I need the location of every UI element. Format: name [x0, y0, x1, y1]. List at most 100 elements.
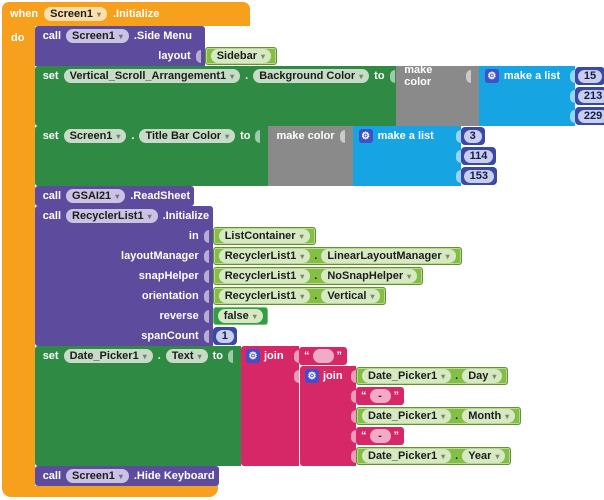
make-color-label: make color: [404, 64, 433, 88]
set-statement-body[interactable]: set Vertical_Scroll_Arrangement1 . Backg…: [34, 66, 397, 126]
number-field[interactable]: 3: [463, 129, 482, 143]
make-a-list-block[interactable]: ⚙ make a list: [478, 66, 575, 126]
mutator-gear-icon[interactable]: ⚙: [358, 129, 373, 143]
number-block[interactable]: 1: [212, 327, 237, 345]
param-cell-orientation: orientation: [34, 286, 213, 306]
component-dropdown[interactable]: Screen1: [63, 129, 127, 143]
component-dropdown[interactable]: RecyclerList1: [218, 269, 311, 283]
text-string-block[interactable]: -: [356, 427, 404, 445]
component-dropdown[interactable]: RecyclerList1: [218, 249, 311, 263]
number-block[interactable]: 213: [574, 87, 604, 105]
number-field[interactable]: 153: [463, 169, 494, 183]
mutator-gear-icon[interactable]: ⚙: [484, 69, 499, 83]
property-dropdown[interactable]: NoSnapHelper: [321, 269, 418, 283]
call-hide-keyboard-header[interactable]: call Screen1 .Hide Keyboard: [34, 466, 219, 486]
text-string-field[interactable]: -: [369, 429, 391, 443]
number-field[interactable]: 229: [577, 109, 604, 123]
number-field[interactable]: 1: [215, 329, 234, 343]
make-color-block[interactable]: make color: [396, 64, 479, 126]
inner-join-body[interactable]: ⚙ join: [300, 366, 356, 466]
date-picker-day-block[interactable]: Date_Picker1 . Day: [356, 367, 509, 385]
text-string-block[interactable]: -: [356, 387, 404, 405]
call-recycler-header[interactable]: call RecyclerList1 .Initialize: [34, 206, 213, 226]
property-dropdown[interactable]: Day: [462, 369, 503, 383]
value-socket: [294, 370, 299, 383]
text-string-field[interactable]: [312, 349, 334, 363]
sidebar-dropdown-block[interactable]: Sidebar: [204, 47, 278, 65]
call-recycler-initialize-block[interactable]: call RecyclerList1 .Initialize in ListCo…: [34, 206, 462, 346]
value-socket: [351, 449, 356, 463]
component-dropdown[interactable]: Screen1: [66, 469, 129, 483]
method-label: .Initialize: [162, 210, 210, 222]
set-vsa-background-color-block[interactable]: set Vertical_Scroll_Arrangement1 . Backg…: [34, 64, 604, 126]
set-date-picker-text-block[interactable]: set Date_Picker1 . Text to ⚙ join: [34, 346, 522, 466]
property-dropdown[interactable]: Background Color: [253, 69, 370, 83]
set-title-bar-color-block[interactable]: set Screen1 . Title Bar Color to make co…: [34, 126, 497, 186]
inner-join-block[interactable]: ⚙ join: [300, 366, 522, 466]
component-dropdown[interactable]: Vertical_Scroll_Arrangement1: [63, 69, 241, 83]
set-statement-body[interactable]: set Screen1 . Title Bar Color to: [34, 126, 269, 186]
component-dropdown[interactable]: Screen1: [66, 29, 129, 43]
component-dropdown[interactable]: ListContainer: [218, 229, 310, 243]
text-string-field[interactable]: -: [369, 389, 391, 403]
sidebar-dropdown-label: Sidebar: [216, 50, 258, 62]
method-label: .Hide Keyboard: [133, 470, 215, 482]
no-snap-helper-block[interactable]: RecyclerList1 . NoSnapHelper: [212, 267, 424, 285]
call-side-menu-block[interactable]: call Screen1 .Side Menu layout Sidebar: [34, 26, 278, 66]
sidebar-dropdown[interactable]: Sidebar: [210, 49, 272, 63]
property-dropdown[interactable]: Title Bar Color: [139, 129, 236, 143]
value-socket: [389, 69, 395, 83]
number-block[interactable]: 114: [460, 147, 497, 165]
value-socket: [203, 229, 209, 243]
component-dropdown-label: Date_Picker1: [69, 350, 139, 362]
component-dropdown[interactable]: Screen1: [44, 7, 107, 21]
make-color-block[interactable]: make color: [268, 126, 353, 186]
number-block[interactable]: 15: [574, 67, 604, 85]
logic-dropdown[interactable]: false: [217, 309, 263, 323]
property-dropdown[interactable]: Year: [462, 449, 506, 463]
property-dropdown[interactable]: Text: [165, 349, 208, 363]
date-picker-month-block[interactable]: Date_Picker1 . Month: [356, 407, 522, 425]
number-block[interactable]: 229: [574, 107, 604, 125]
component-dropdown[interactable]: GSAI21: [66, 189, 126, 203]
component-dropdown[interactable]: Date_Picker1: [362, 449, 452, 463]
number-block[interactable]: 153: [460, 167, 497, 185]
linear-layout-manager-block[interactable]: RecyclerList1 . LinearLayoutManager: [212, 247, 462, 265]
mutator-gear-icon[interactable]: ⚙: [246, 349, 260, 363]
make-a-list-block[interactable]: ⚙ make a list: [352, 126, 461, 186]
component-dropdown-label: RecyclerList1: [72, 210, 144, 222]
param-label-snap-helper: snapHelper: [138, 270, 199, 282]
call-read-sheet-header[interactable]: call GSAI21 .ReadSheet: [34, 186, 195, 206]
set-statement-body[interactable]: set Date_Picker1 . Text to: [34, 346, 241, 466]
vertical-orientation-block[interactable]: RecyclerList1 . Vertical: [212, 287, 387, 305]
component-dropdown[interactable]: RecyclerList1: [66, 209, 158, 223]
date-picker-year-block[interactable]: Date_Picker1 . Year: [356, 447, 512, 465]
dot-separator: .: [455, 410, 459, 422]
mutator-gear-icon[interactable]: ⚙: [305, 369, 319, 383]
make-color-label: make color: [276, 130, 335, 142]
call-hide-keyboard-block[interactable]: call Screen1 .Hide Keyboard: [34, 466, 219, 486]
property-dropdown[interactable]: LinearLayoutManager: [321, 249, 456, 263]
component-dropdown[interactable]: Date_Picker1: [362, 369, 452, 383]
call-read-sheet-block[interactable]: call GSAI21 .ReadSheet: [34, 186, 195, 206]
outer-join-body[interactable]: ⚙ join: [241, 346, 299, 466]
logic-false-block[interactable]: false: [212, 307, 268, 325]
number-field[interactable]: 114: [463, 149, 494, 163]
outer-join-block[interactable]: ⚙ join: [241, 346, 522, 466]
component-dropdown[interactable]: Date_Picker1: [63, 349, 153, 363]
text-string-block[interactable]: [299, 347, 347, 365]
call-side-menu-header[interactable]: call Screen1 .Side Menu: [34, 26, 205, 46]
property-dropdown[interactable]: Vertical: [321, 289, 381, 303]
number-block[interactable]: 3: [460, 127, 485, 145]
when-block-header[interactable]: when Screen1 .Initialize: [2, 2, 250, 26]
number-field[interactable]: 15: [577, 69, 603, 83]
component-dropdown[interactable]: Date_Picker1: [362, 409, 452, 423]
value-socket: [294, 349, 299, 363]
list-container-block[interactable]: ListContainer: [212, 227, 316, 245]
number-field[interactable]: 213: [577, 89, 604, 103]
property-dropdown[interactable]: Month: [462, 409, 516, 423]
property-dropdown-label: Day: [468, 370, 489, 382]
component-dropdown[interactable]: RecyclerList1: [218, 289, 311, 303]
